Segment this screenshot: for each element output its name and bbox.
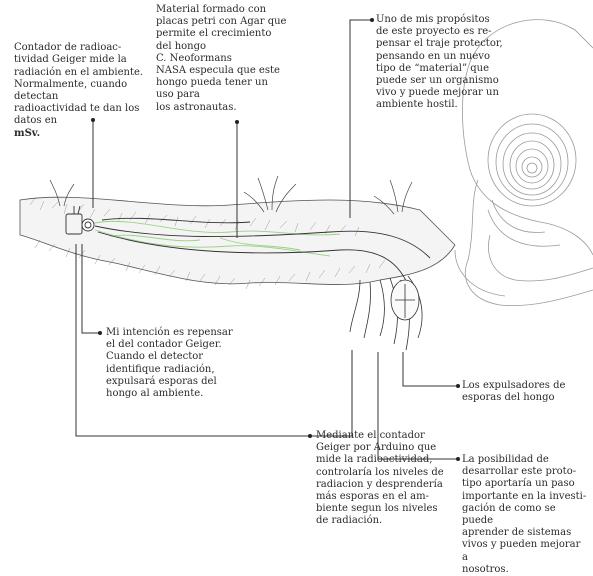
spore-expellers [350, 276, 422, 350]
annotation-possibility: La posibilidad de desarrollar este proto… [462, 454, 587, 576]
annotation-expellers: Los expulsadores de esporas del hongo [462, 380, 582, 404]
geiger-intro-text: Contador de radioac- tividad Geiger mide… [14, 42, 143, 126]
annotation-geiger-intro: Contador de radioac- tividad Geiger mide… [14, 30, 154, 140]
annotation-petri: Material formado con placas petri con Ag… [156, 4, 296, 114]
annotation-arduino: Mediante el contador Geiger por Arduino … [316, 430, 456, 528]
geiger-unit-text: mSv. [14, 128, 40, 139]
annotation-intention: Mi intención es repensar el del contador… [106, 327, 246, 400]
annotation-purpose: Uno de mis propósitos de este proyecto e… [376, 14, 526, 112]
